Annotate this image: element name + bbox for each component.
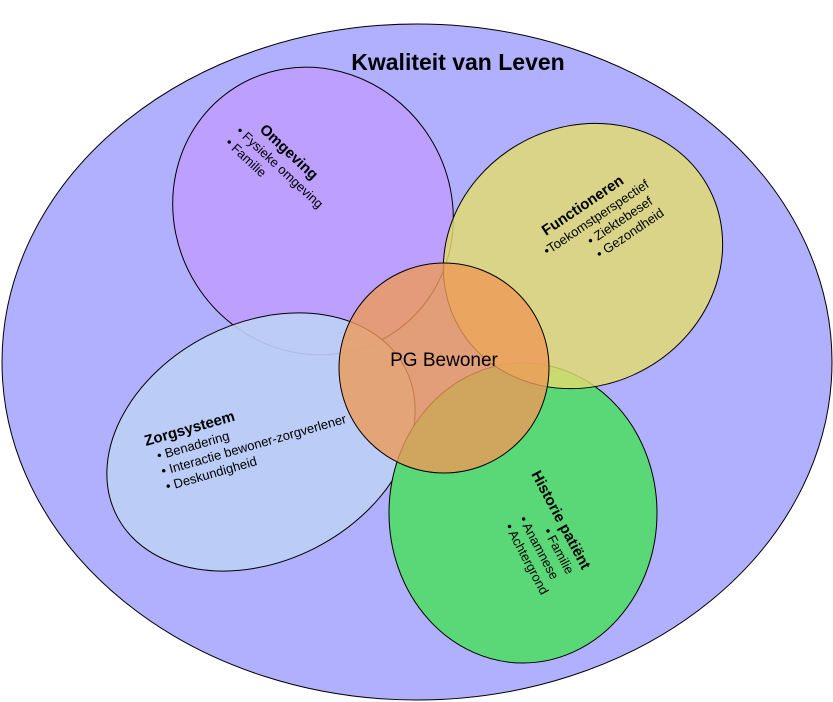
center-label: PG Bewoner xyxy=(390,350,498,371)
center-circle-pg-bewoner xyxy=(338,262,550,474)
diagram-title: Kwaliteit van Leven xyxy=(351,49,564,75)
